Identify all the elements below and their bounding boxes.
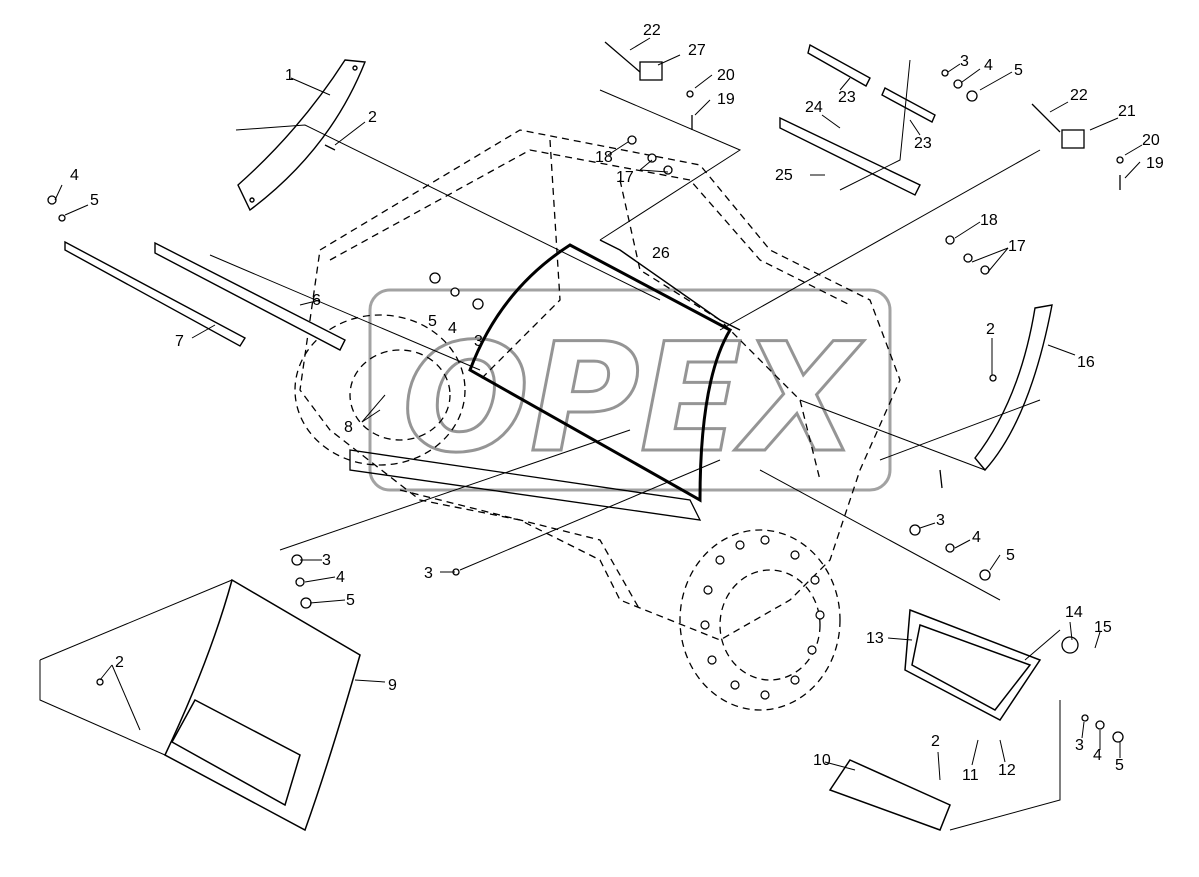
watermark-text: OPEX — [402, 312, 864, 486]
callout-21: 21 — [1118, 103, 1136, 120]
callout-2: 2 — [986, 321, 995, 338]
callout-16: 16 — [1077, 354, 1095, 371]
callout-14: 14 — [1065, 604, 1083, 621]
callout-26: 26 — [652, 245, 670, 262]
chassis-lower-edge — [399, 489, 641, 611]
callout-13: 13 — [866, 630, 884, 647]
callout-4: 4 — [1093, 747, 1102, 764]
callout-1: 1 — [285, 67, 294, 84]
callout-3: 3 — [936, 512, 945, 529]
wheel-right — [679, 529, 841, 711]
callout-19: 19 — [1146, 155, 1164, 172]
callout-pointers — [54, 37, 1143, 781]
watermark-frame — [368, 288, 892, 492]
callout-17: 17 — [616, 169, 634, 186]
watermark-logo: OPEX — [368, 288, 892, 492]
part-23-strips — [807, 43, 936, 123]
part-7-strip — [64, 240, 246, 347]
callout-2: 2 — [368, 109, 377, 126]
callout-27: 27 — [688, 42, 706, 59]
callout-3: 3 — [474, 333, 483, 350]
callout-15: 15 — [1094, 619, 1112, 636]
callout-4: 4 — [448, 320, 457, 337]
leader-part-1 — [235, 124, 661, 301]
callout-24: 24 — [805, 99, 823, 116]
part-16-side-panel — [974, 304, 1053, 472]
callout-23: 23 — [914, 135, 932, 152]
part-24-strip — [779, 116, 921, 196]
callout-2: 2 — [115, 654, 124, 671]
callout-18: 18 — [980, 212, 998, 229]
callout-8: 8 — [344, 419, 353, 436]
part-6-strip — [154, 241, 346, 351]
callout-3: 3 — [424, 565, 433, 582]
callout-5: 5 — [90, 192, 99, 209]
callout-5: 5 — [1115, 757, 1124, 774]
callout-2: 2 — [931, 733, 940, 750]
callout-3: 3 — [1075, 737, 1084, 754]
bolts — [324, 41, 1121, 489]
callout-4: 4 — [70, 167, 79, 184]
leader-lines — [39, 59, 1061, 831]
chassis-top-edge — [329, 149, 851, 306]
callout-22: 22 — [643, 22, 661, 39]
callout-23: 23 — [838, 89, 856, 106]
callout-3: 3 — [322, 552, 331, 569]
callout-20: 20 — [717, 67, 735, 84]
callout-5: 5 — [428, 313, 437, 330]
callout-labels: 1 2 4 5 6 7 5 4 3 8 22 27 20 19 18 17 26… — [70, 22, 1164, 784]
part-9-floor-panel — [164, 578, 361, 832]
callout-7: 7 — [175, 333, 184, 350]
fasteners — [47, 61, 1124, 743]
callout-5: 5 — [1014, 62, 1023, 79]
frame-rail — [349, 369, 702, 521]
callout-20: 20 — [1142, 132, 1160, 149]
callout-18: 18 — [595, 149, 613, 166]
callout-9: 9 — [388, 677, 397, 694]
callout-5: 5 — [346, 592, 355, 609]
wheel-left — [294, 314, 466, 466]
part-13-bracket — [904, 608, 1042, 721]
callout-19: 19 — [717, 91, 735, 108]
callout-3: 3 — [960, 53, 969, 70]
callout-4: 4 — [972, 529, 981, 546]
callout-17: 17 — [1008, 238, 1026, 255]
callout-5: 5 — [1006, 547, 1015, 564]
part-1-side-panel — [237, 59, 366, 212]
callout-10: 10 — [813, 752, 831, 769]
chassis-inner-line — [479, 139, 561, 381]
callout-25: 25 — [775, 167, 793, 184]
wheel-hub-bolts — [700, 535, 825, 700]
callout-11: 11 — [962, 767, 979, 784]
callout-6: 6 — [312, 292, 321, 309]
part-10-plate — [828, 759, 951, 831]
callout-4: 4 — [984, 57, 993, 74]
callout-4: 4 — [336, 569, 345, 586]
callout-22: 22 — [1070, 87, 1088, 104]
callout-12: 12 — [998, 762, 1016, 779]
chassis-outline — [299, 129, 901, 641]
